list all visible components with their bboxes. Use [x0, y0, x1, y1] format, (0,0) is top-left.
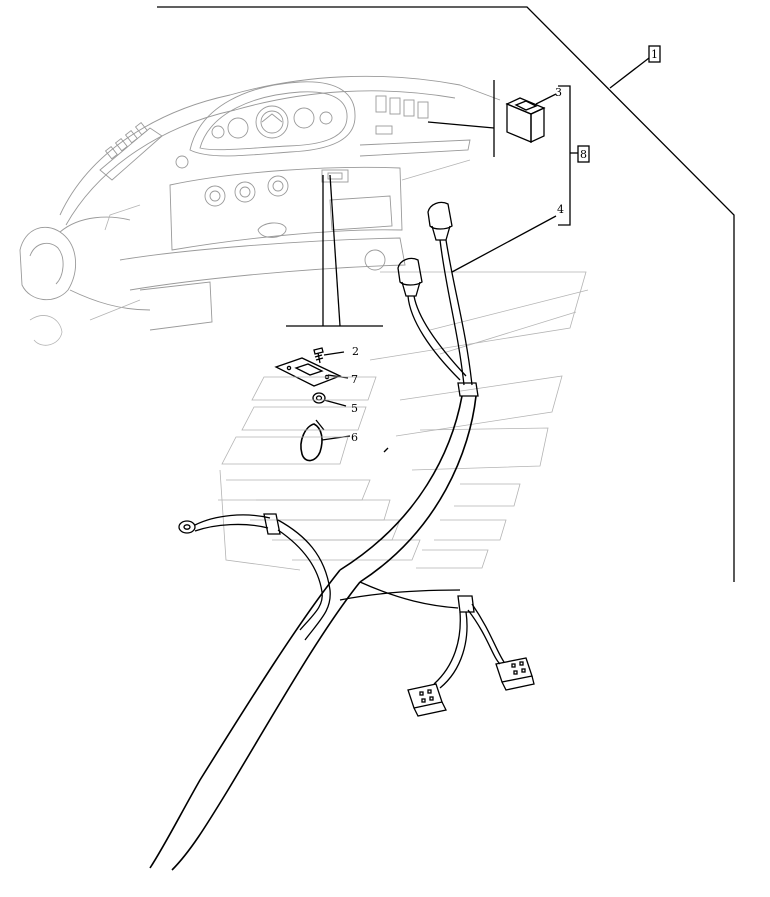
callout-5: 5 — [351, 402, 358, 415]
callout-4: 4 — [557, 203, 564, 216]
detail-leader — [286, 174, 383, 327]
switch-cover-plate — [274, 357, 349, 387]
callout-7: 7 — [351, 373, 358, 386]
switch-bracket — [427, 80, 578, 226]
grommet — [312, 392, 347, 407]
wiring-harness — [149, 201, 557, 871]
callout-8: 8 — [580, 148, 587, 161]
screw — [313, 347, 345, 364]
item-8-frame — [577, 145, 590, 163]
ghost-plates — [218, 271, 589, 571]
callout-6: 6 — [351, 431, 358, 444]
item-1-frame — [609, 45, 661, 89]
callout-3: 3 — [555, 86, 562, 99]
rocker-switch — [505, 93, 557, 144]
callout-1: 1 — [651, 48, 658, 61]
callout-labels: 1 2 3 4 5 6 7 8 — [351, 48, 658, 444]
assembly-boundary — [157, 6, 735, 582]
callout-2: 2 — [352, 345, 359, 358]
dashboard-ghost — [19, 75, 501, 346]
